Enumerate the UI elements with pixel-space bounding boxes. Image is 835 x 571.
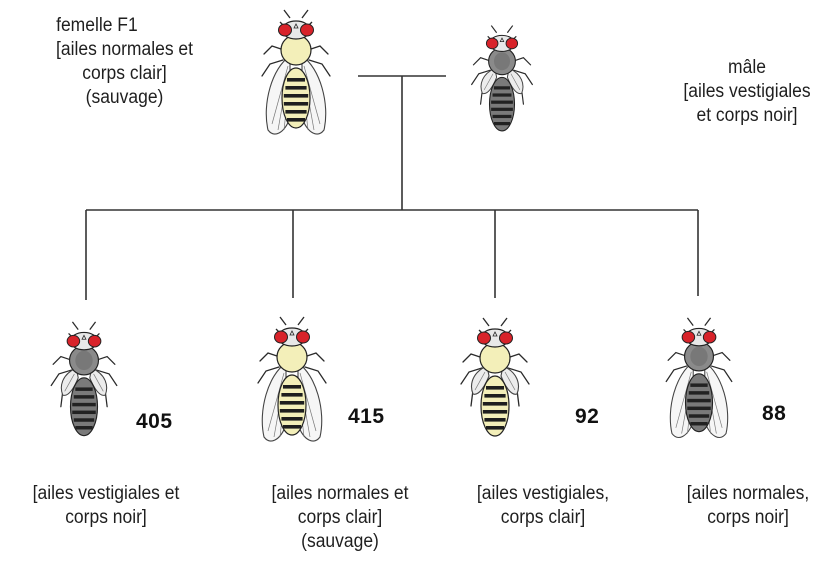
offspring-4-line-1: [ailes normales, — [665, 482, 831, 506]
offspring-1-line-1: [ailes vestigiales et — [8, 482, 203, 506]
female-label-line-4: (sauvage) — [30, 86, 219, 110]
offspring-2-line-1: [ailes normales et — [245, 482, 435, 506]
offspring-count-1: 405 — [136, 410, 173, 434]
offspring-count-3: 92 — [575, 405, 599, 429]
female-label-line-2: [ailes normales et — [30, 38, 219, 62]
male-parent-label: mâle [ailes vestigiales et corps noir] — [660, 56, 835, 128]
offspring-label-2: [ailes normales et corps clair] (sauvage… — [245, 482, 435, 554]
offspring-1-line-2: corps noir] — [8, 506, 203, 530]
female-parent-fly — [250, 6, 342, 146]
offspring-3-line-2: corps clair] — [456, 506, 631, 530]
offspring-label-1: [ailes vestigiales et corps noir] — [8, 482, 203, 530]
offspring-3-line-1: [ailes vestigiales, — [456, 482, 631, 506]
offspring-count-2: 415 — [348, 405, 385, 429]
female-parent-label: femelle F1 [ailes normales et corps clai… — [30, 14, 219, 110]
offspring-2-line-3: (sauvage) — [245, 530, 435, 554]
offspring-count-4: 88 — [762, 402, 786, 426]
offspring-2-line-2: corps clair] — [245, 506, 435, 530]
male-parent-fly — [456, 22, 548, 147]
male-label-line-1: mâle — [660, 56, 835, 80]
offspring-fly-3 — [449, 314, 541, 454]
offspring-fly-2 — [246, 312, 338, 454]
offspring-label-4: [ailes normales, corps noir] — [665, 482, 831, 530]
offspring-label-3: [ailes vestigiales, corps clair] — [456, 482, 631, 530]
offspring-fly-1 — [38, 318, 130, 453]
offspring-4-line-2: corps noir] — [665, 506, 831, 530]
offspring-fly-4 — [653, 314, 745, 449]
female-label-line-3: corps clair] — [30, 62, 219, 86]
female-label-line-1: femelle F1 — [0, 14, 219, 38]
male-label-line-2: [ailes vestigiales — [660, 80, 835, 104]
male-label-line-3: et corps noir] — [660, 104, 835, 128]
